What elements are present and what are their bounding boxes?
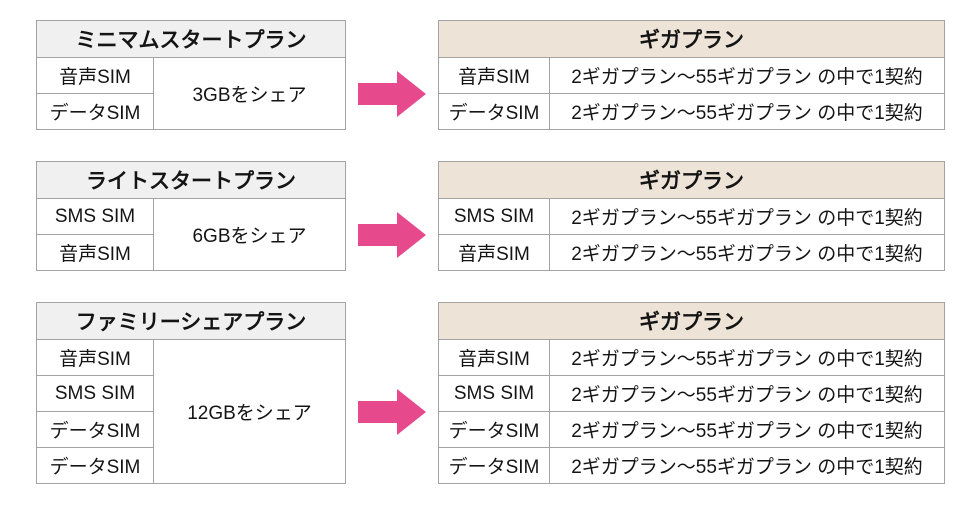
sim-type-cell: データSIM (438, 447, 550, 484)
sim-type-cell: SMS SIM (438, 198, 550, 235)
plan-option-cell: 2ギガプラン～55ギガプラン の中で1契約 (549, 339, 945, 376)
sim-type-cell: データSIM (36, 447, 154, 484)
plan-mapping-row-light: ライトスタートプラン SMS SIM 6GBをシェア 音声SIM ギガプラン (36, 161, 945, 271)
sim-type-cell: 音声SIM (438, 57, 550, 94)
source-plan-table: ミニマムスタートプラン 音声SIM 3GBをシェア データSIM (36, 20, 346, 130)
sim-type-cell: SMS SIM (438, 375, 550, 412)
sim-type-cell: データSIM (438, 411, 550, 448)
sim-type-cell: 音声SIM (438, 339, 550, 376)
sim-type-cell: SMS SIM (36, 375, 154, 412)
share-cell: 6GBをシェア (153, 198, 346, 271)
source-plan-table: ライトスタートプラン SMS SIM 6GBをシェア 音声SIM (36, 161, 346, 271)
arrow-right-icon (358, 389, 426, 435)
plan-title: ミニマムスタートプラン (36, 20, 346, 58)
plan-option-cell: 2ギガプラン～55ギガプラン の中で1契約 (549, 375, 945, 412)
plan-option-cell: 2ギガプラン～55ギガプラン の中で1契約 (549, 447, 945, 484)
plan-title: ファミリーシェアプラン (36, 302, 346, 340)
giga-plan-table: ギガプラン 音声SIM 2ギガプラン～55ギガプラン の中で1契約 SMS SI… (438, 302, 945, 484)
sim-type-cell: 音声SIM (36, 234, 154, 271)
sim-type-cell: SMS SIM (36, 198, 154, 235)
giga-plan-table: ギガプラン 音声SIM 2ギガプラン～55ギガプラン の中で1契約 データSIM… (438, 20, 945, 130)
arrow-container (346, 199, 438, 271)
plan-option-cell: 2ギガプラン～55ギガプラン の中で1契約 (549, 411, 945, 448)
plan-option-cell: 2ギガプラン～55ギガプラン の中で1契約 (549, 93, 945, 130)
sim-type-cell: データSIM (36, 93, 154, 130)
arrow-right-icon (358, 212, 426, 258)
plan-option-cell: 2ギガプラン～55ギガプラン の中で1契約 (549, 198, 945, 235)
arrow-container (346, 340, 438, 484)
giga-plan-title: ギガプラン (438, 20, 945, 58)
plan-title: ライトスタートプラン (36, 161, 346, 199)
sim-type-cell: データSIM (438, 93, 550, 130)
plan-mapping-stack: ミニマムスタートプラン 音声SIM 3GBをシェア データSIM ギガプラン (36, 20, 945, 514)
giga-plan-title: ギガプラン (438, 302, 945, 340)
sim-type-cell: 音声SIM (36, 57, 154, 94)
arrow-container (346, 58, 438, 130)
plan-option-cell: 2ギガプラン～55ギガプラン の中で1契約 (549, 57, 945, 94)
arrow-right-icon (358, 71, 426, 117)
plan-mapping-row-minimum: ミニマムスタートプラン 音声SIM 3GBをシェア データSIM ギガプラン (36, 20, 945, 130)
share-cell: 12GBをシェア (153, 339, 346, 484)
sim-type-cell: 音声SIM (438, 234, 550, 271)
share-cell: 3GBをシェア (153, 57, 346, 130)
sim-type-cell: 音声SIM (36, 339, 154, 376)
sim-type-cell: データSIM (36, 411, 154, 448)
plan-option-cell: 2ギガプラン～55ギガプラン の中で1契約 (549, 234, 945, 271)
giga-plan-table: ギガプラン SMS SIM 2ギガプラン～55ギガプラン の中で1契約 音声SI… (438, 161, 945, 271)
source-plan-table: ファミリーシェアプラン 音声SIM 12GBをシェア SMS SIM データSI… (36, 302, 346, 484)
plan-mapping-row-family: ファミリーシェアプラン 音声SIM 12GBをシェア SMS SIM データSI… (36, 302, 945, 484)
giga-plan-title: ギガプラン (438, 161, 945, 199)
